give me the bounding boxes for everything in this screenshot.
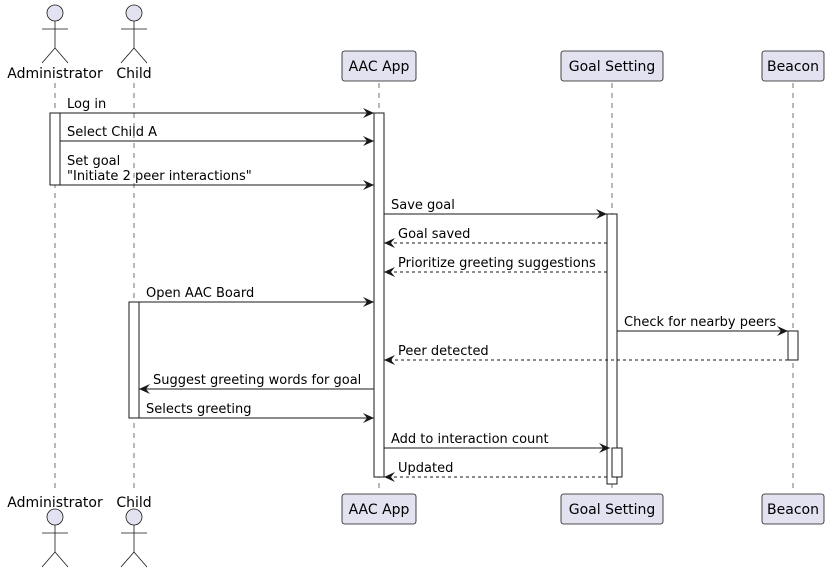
message-label: Updated xyxy=(398,461,453,476)
messages: Log in Select Child A Set goal"Initiate 2 … xyxy=(60,97,788,482)
activation-bar-goal xyxy=(606,213,618,485)
participant-admin-top: Administrator xyxy=(7,4,103,82)
participant-box xyxy=(341,50,417,82)
message-5: Goal saved xyxy=(384,227,607,248)
message-label: Peer detected xyxy=(398,344,489,359)
participant-label: AAC App xyxy=(349,59,410,75)
participant-aac-top: AAC App xyxy=(341,50,417,82)
message-12: Add to interaction count xyxy=(384,432,610,453)
message-label: Set goal xyxy=(67,154,120,169)
message-label: "Initiate 2 peer interactions" xyxy=(67,169,252,184)
message-1: Log in xyxy=(60,97,374,118)
activation-bar-goal xyxy=(611,447,623,478)
message-11: Selects greeting xyxy=(139,402,374,423)
participant-label: Administrator xyxy=(7,495,103,511)
participant-label: AAC App xyxy=(349,502,410,518)
participant-aac-bottom: AAC App xyxy=(341,493,417,525)
participant-child-top: Child xyxy=(116,4,152,82)
activation-bar-aac xyxy=(373,112,385,478)
message-8: Check for nearby peers xyxy=(617,315,788,336)
participant-label: Beacon xyxy=(767,502,819,518)
actor-icon xyxy=(41,4,69,64)
message-label: Prioritize greeting suggestions xyxy=(398,256,596,271)
activation-bar-admin xyxy=(49,112,61,186)
participant-goal-bottom: Goal Setting xyxy=(560,493,664,525)
participant-goal-top: Goal Setting xyxy=(560,50,664,82)
message-10: Suggest greeting words for goal xyxy=(139,373,374,394)
activation-bar-beacon xyxy=(787,330,799,361)
message-label: Select Child A xyxy=(67,125,157,140)
message-label: Log in xyxy=(67,97,106,112)
participant-label: Child xyxy=(116,495,151,511)
message-2: Select Child A xyxy=(60,125,374,146)
participant-box xyxy=(761,493,825,525)
message-6: Prioritize greeting suggestions xyxy=(384,256,607,277)
participant-label: Goal Setting xyxy=(569,502,655,518)
message-label: Open AAC Board xyxy=(146,286,254,301)
actor-icon xyxy=(120,508,148,568)
message-label: Check for nearby peers xyxy=(624,315,776,330)
activation-bars xyxy=(49,112,799,485)
participant-box xyxy=(761,50,825,82)
participant-box xyxy=(341,493,417,525)
participant-box xyxy=(560,50,664,82)
actor-icon xyxy=(41,508,69,568)
message-4: Save goal xyxy=(384,198,607,219)
participant-label: Goal Setting xyxy=(569,59,655,75)
participant-label: Child xyxy=(116,66,151,82)
participants: AdministratorAdministratorChildChildAAC … xyxy=(7,4,825,568)
participant-child-bottom: Child xyxy=(116,495,152,568)
participant-label: Administrator xyxy=(7,66,103,82)
participant-box xyxy=(560,493,664,525)
message-label: Selects greeting xyxy=(146,402,252,417)
activation-bar-child xyxy=(128,301,140,419)
participant-beacon-bottom: Beacon xyxy=(761,493,825,525)
message-label: Suggest greeting words for goal xyxy=(153,373,361,388)
message-label: Goal saved xyxy=(398,227,470,242)
message-13: Updated xyxy=(384,461,607,482)
message-label: Save goal xyxy=(391,198,455,213)
participant-admin-bottom: Administrator xyxy=(7,495,103,568)
message-9: Peer detected xyxy=(384,344,788,365)
participant-beacon-top: Beacon xyxy=(761,50,825,82)
message-label: Add to interaction count xyxy=(391,432,549,447)
message-3: Set goal"Initiate 2 peer interactions" xyxy=(60,154,374,190)
message-7: Open AAC Board xyxy=(139,286,374,307)
participant-label: Beacon xyxy=(767,59,819,75)
actor-icon xyxy=(120,4,148,64)
